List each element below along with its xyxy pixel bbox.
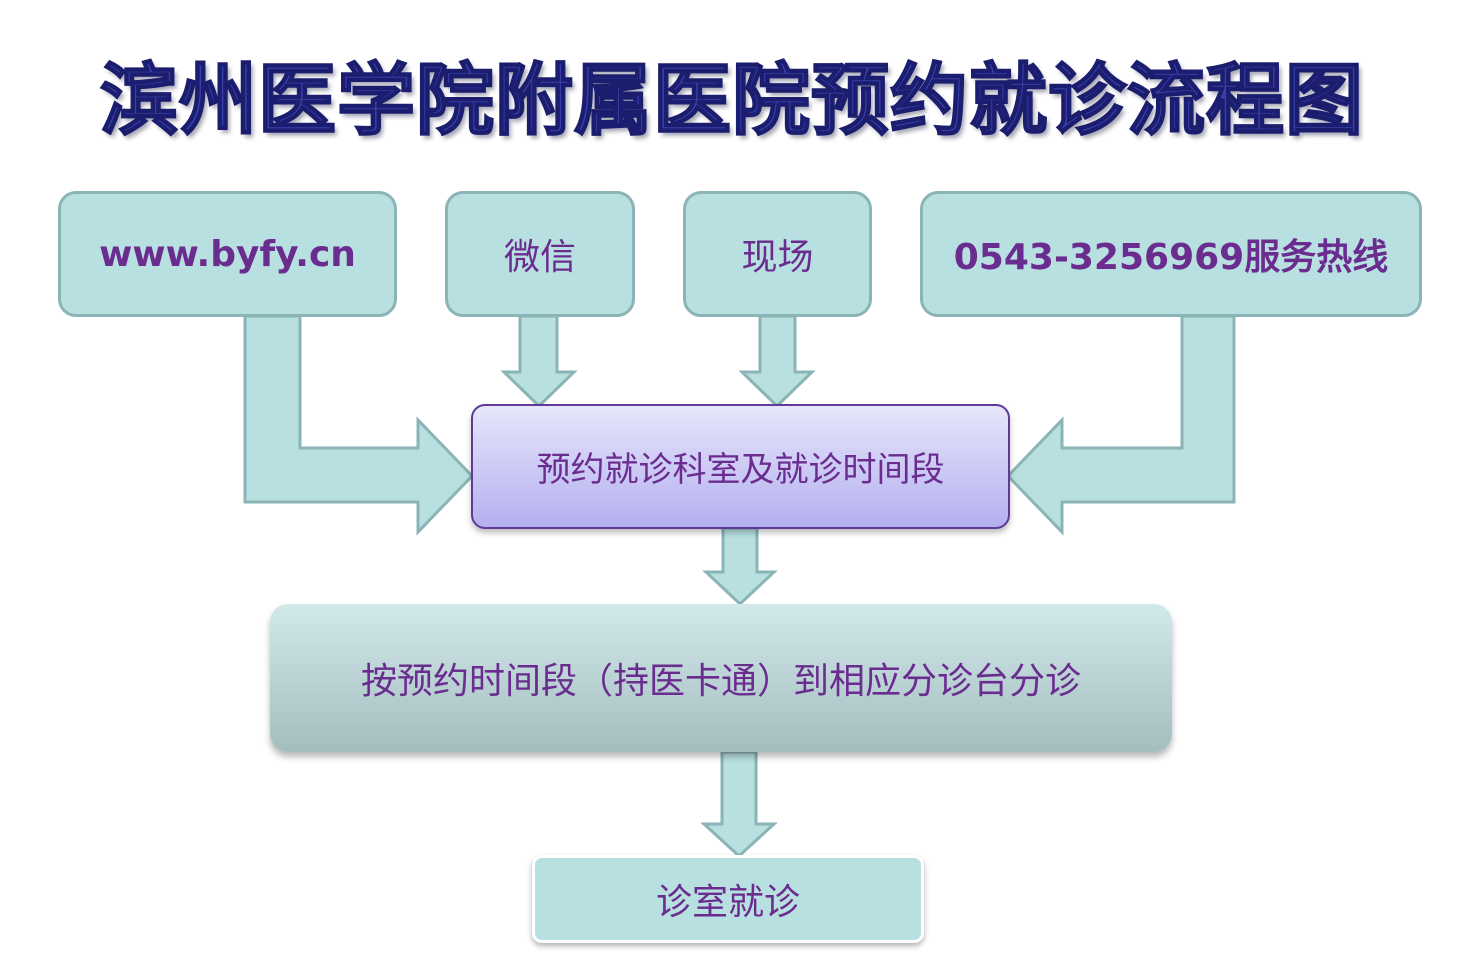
triage-label: 按预约时间段（持医卡通）到相应分诊台分诊 bbox=[360, 661, 1081, 702]
wechat-label: 微信 bbox=[503, 237, 576, 278]
visit-label: 诊室就诊 bbox=[655, 882, 800, 923]
web-label: www.byfy.cn bbox=[99, 233, 356, 275]
onsite-label: 现场 bbox=[741, 237, 814, 278]
triage-box: 按预约时间段（持医卡通）到相应分诊台分诊 bbox=[270, 604, 1172, 752]
web-box: www.byfy.cn bbox=[58, 191, 397, 317]
arrow-wechat-to-select bbox=[500, 314, 578, 409]
arrow-hotline-to-select bbox=[1005, 314, 1236, 536]
arrow-onsite-to-select bbox=[738, 314, 816, 409]
arrow-triage-to-visit bbox=[700, 750, 778, 859]
wechat-box: 微信 bbox=[445, 191, 635, 317]
select-department-box: 预约就诊科室及就诊时间段 bbox=[471, 404, 1010, 529]
onsite-box: 现场 bbox=[683, 191, 872, 317]
page-title: 滨州医学院附属医院预约就诊流程图 bbox=[99, 55, 1364, 147]
select-department-label: 预约就诊科室及就诊时间段 bbox=[536, 450, 945, 490]
hotline-label: 0543-3256969服务热线 bbox=[953, 237, 1389, 278]
arrow-web-to-select bbox=[243, 314, 475, 536]
hotline-box: 0543-3256969服务热线 bbox=[920, 191, 1422, 317]
visit-box: 诊室就诊 bbox=[532, 855, 924, 943]
arrow-select-to-triage bbox=[702, 526, 778, 607]
